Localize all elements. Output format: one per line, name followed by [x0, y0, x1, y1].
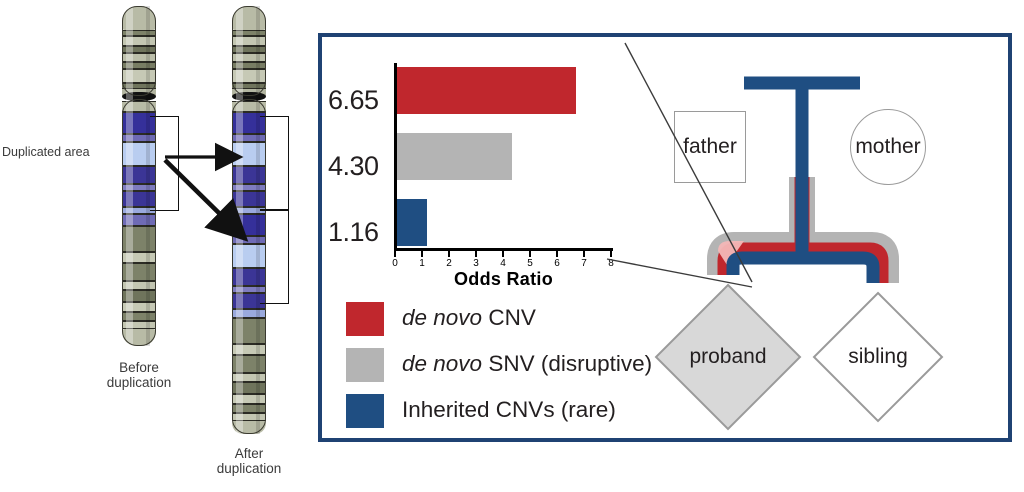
sibling-shape: [812, 291, 944, 423]
legend-rest-2: SNV (disruptive): [482, 351, 653, 376]
bar-de-novo-snv: [396, 133, 512, 180]
duplicated-region-bracket-after-copy1: [260, 116, 289, 211]
before-duplication-caption: Before duplication: [106, 360, 172, 390]
callout-leader-lines: [606, 42, 753, 288]
duplicated-region-bracket-before: [150, 116, 179, 211]
odds-ratio-bar-chart: 6.65 4.30 1.16 0 1 2 3 4 5 6 7 8 Odds Ra…: [326, 41, 626, 289]
x-axis-title: Odds Ratio: [453, 269, 553, 289]
bar-value-de-novo-cnv: 6.65: [328, 85, 379, 115]
legend-label-inherited-cnv: Inherited CNVs (rare): [402, 397, 616, 422]
bar-inherited-cnv: [396, 199, 427, 246]
figure-panel: 6.65 4.30 1.16 0 1 2 3 4 5 6 7 8 Odds Ra…: [318, 33, 1012, 442]
legend-italic-de-novo-1: de novo: [402, 305, 483, 330]
chart-legend: de novo CNV de novo SNV (disruptive) Inh…: [346, 299, 726, 437]
x-tick-1: 1: [419, 258, 425, 269]
duplicated-region-bracket-after-copy2: [260, 209, 289, 304]
after-duplication-caption: After duplication: [216, 446, 282, 476]
legend-swatch-de-novo-snv: [346, 348, 384, 382]
legend-item-inherited-cnv: Inherited CNVs (rare): [346, 391, 726, 431]
proband-shape: [654, 283, 802, 431]
x-tick-7: 7: [581, 258, 587, 269]
proband-label: proband: [689, 345, 767, 368]
y-axis: [394, 63, 397, 250]
pedigree-diagram: father mother proband sibling: [632, 37, 1012, 438]
x-tick-2: 2: [446, 258, 452, 269]
legend-italic-de-novo-2: de novo: [402, 351, 483, 376]
duplication-arrows: [163, 142, 249, 242]
duplicated-area-label: Duplicated area: [2, 145, 90, 159]
father-label: father: [683, 135, 737, 158]
x-tick-0: 0: [392, 258, 398, 269]
x-tick-8: 8: [608, 258, 614, 269]
legend-swatch-inherited-cnv: [346, 394, 384, 428]
mother-label: mother: [855, 135, 921, 158]
x-tick-3: 3: [473, 258, 479, 269]
x-tick-6: 6: [554, 258, 560, 269]
legend-item-de-novo-cnv: de novo CNV: [346, 299, 726, 339]
bar-value-de-novo-snv: 4.30: [328, 151, 379, 181]
x-axis: [394, 248, 613, 251]
x-tick-5: 5: [527, 258, 533, 269]
legend-rest-1: CNV: [482, 305, 536, 330]
bar-de-novo-cnv: [396, 67, 576, 114]
sibling-label: sibling: [848, 345, 908, 368]
bar-value-inherited-cnv: 1.16: [328, 217, 379, 247]
mother-shape: [850, 109, 926, 185]
x-tick-4: 4: [500, 258, 506, 269]
father-shape: [674, 111, 746, 183]
inheritance-ribbons: [707, 76, 899, 283]
legend-swatch-de-novo-cnv: [346, 302, 384, 336]
legend-label-de-novo-cnv: de novo CNV: [402, 301, 536, 335]
chromosome-panel: Duplicated area: [0, 0, 320, 492]
legend-label-de-novo-snv: de novo SNV (disruptive): [402, 347, 652, 381]
legend-item-de-novo-snv: de novo SNV (disruptive): [346, 345, 726, 385]
